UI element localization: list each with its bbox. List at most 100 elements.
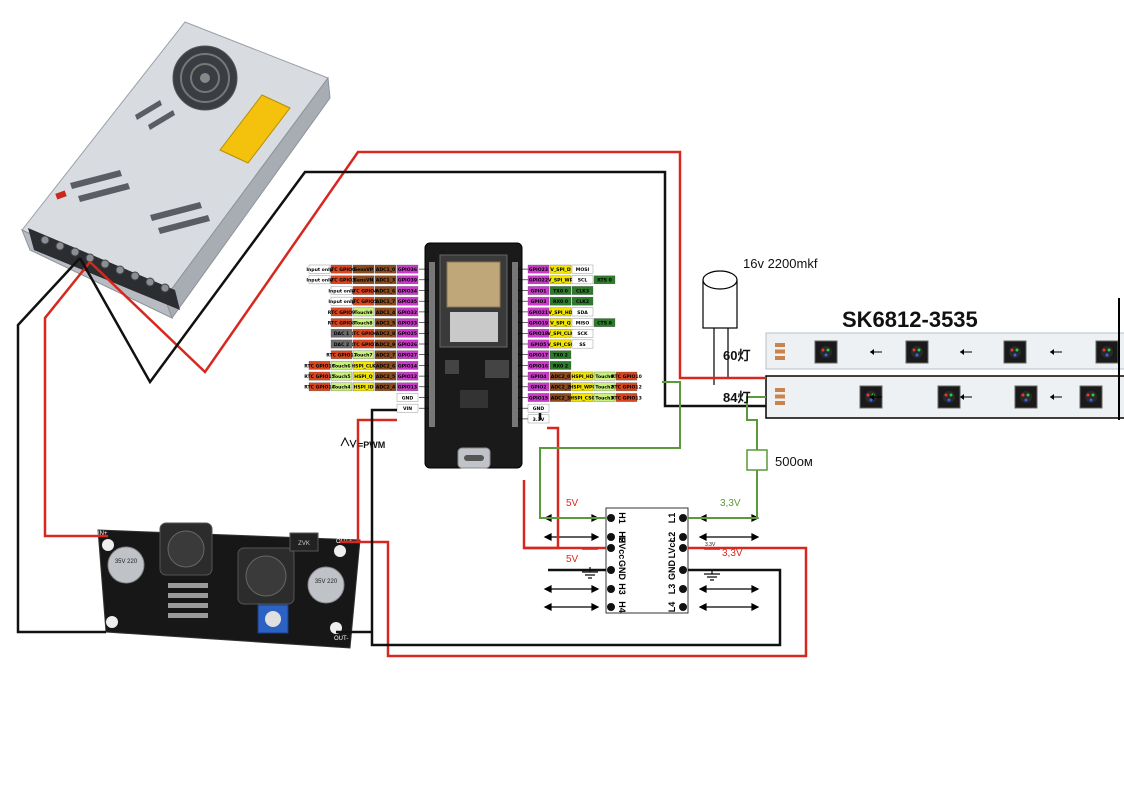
pin-tag: ADC1_4: [374, 307, 397, 317]
ls-right-pin: L3: [667, 584, 687, 594]
right-pin-header: [512, 262, 518, 427]
svg-text:Touch5: Touch5: [332, 374, 350, 380]
pin-tag: RTC GPIO15: [304, 371, 335, 381]
svg-text:GPIO19: GPIO19: [529, 321, 548, 327]
pin-tag: GPIO2: [527, 382, 550, 392]
strip-direction-arrow: [1050, 349, 1062, 355]
pwm-label: =PWM: [358, 440, 385, 450]
svg-text:ADC1_3: ADC1_3: [376, 278, 395, 284]
svg-text:TX0 2: TX0 2: [553, 353, 568, 359]
svg-text:GPIO35: GPIO35: [398, 299, 417, 305]
svg-text:3.3V: 3.3V: [533, 417, 545, 423]
resistor: [746, 449, 768, 471]
svg-text:HVcc: HVcc: [617, 537, 627, 560]
pin-tag: RTC GPIO13: [611, 393, 642, 402]
pin-tag: SensVN: [352, 275, 375, 285]
left-pin-header: [429, 262, 435, 427]
svg-text:Touch3: Touch3: [595, 395, 613, 401]
pin-tag: GPIO21: [527, 307, 550, 317]
pin-tag: ADC2_2: [549, 382, 572, 392]
pin-tag: HSPI_WP0: [569, 382, 596, 392]
pin-tag: V_SPI_D: [549, 264, 572, 274]
pin-tag: RTC GPIO4: [350, 286, 377, 295]
esp32-board: [424, 242, 523, 469]
wire-out-long: [340, 540, 808, 658]
svg-text:GND: GND: [667, 560, 677, 581]
pwm-symbol: [340, 436, 357, 449]
svg-text:GPIO27: GPIO27: [398, 353, 417, 359]
svg-text:HSPI_HD: HSPI_HD: [571, 374, 593, 380]
pin-tag: Touch2: [593, 382, 616, 392]
svg-text:RTC GPIO4: RTC GPIO4: [350, 288, 377, 294]
pin-tag: CLK3: [571, 286, 594, 295]
pin-tag: Input only: [306, 264, 333, 274]
svg-text:GPIO25: GPIO25: [398, 331, 417, 337]
svg-text:Touch8: Touch8: [354, 321, 372, 327]
svg-text:H3: H3: [617, 583, 627, 595]
pin-tag: V_SPI_CS0: [547, 339, 574, 349]
in-plus-label: IN+: [98, 531, 108, 537]
solder-pad: [775, 356, 785, 360]
pin-tag: TX0 2: [549, 350, 572, 359]
ls-left-pin: GND: [607, 560, 627, 581]
ls-right-pin: L4: [667, 602, 687, 612]
v33-tiny-label: 3.3V: [705, 542, 716, 548]
svg-text:V_SPI_D: V_SPI_D: [550, 267, 571, 273]
pin-tag: ADC1_7: [374, 296, 397, 306]
svg-text:ADC2_4: ADC2_4: [376, 385, 395, 391]
terminal-block: [28, 228, 180, 310]
svg-text:Touch9: Touch9: [354, 310, 372, 316]
wire-gpio-to-ls: [539, 381, 681, 519]
pin-tag: GPIO4: [527, 371, 550, 381]
svg-text:RTC GPIO15: RTC GPIO15: [304, 374, 335, 380]
pin-tag: VIN: [396, 403, 419, 413]
ls-left-pin: HVcc: [607, 537, 627, 560]
svg-text:GPIO2: GPIO2: [531, 385, 547, 391]
pin-tag: RTC GPIO17: [326, 350, 357, 359]
pin-tag: RTS 0: [593, 275, 616, 285]
pin-tag: ADC2_5: [374, 371, 397, 381]
svg-text:V_SPI_CLK: V_SPI_CLK: [547, 331, 574, 337]
pin-tag: DAC 2: [330, 339, 353, 349]
pin-tag: ADC2_0: [549, 371, 572, 381]
ls-right-pin: LVcc: [667, 538, 687, 558]
svg-text:DAC 2: DAC 2: [334, 342, 350, 348]
svg-text:RTS 0: RTS 0: [597, 278, 612, 284]
svg-text:RTC GPIO3: RTC GPIO3: [328, 278, 355, 284]
pin-tag: GPIO25: [396, 329, 419, 338]
v5-label-2: 5V: [566, 554, 579, 565]
control-ic: [289, 532, 319, 552]
capacitor-output: [307, 566, 345, 604]
pin-tag: RTC GPIO8: [328, 318, 355, 327]
pin-tag: ADC2_6: [374, 361, 397, 370]
pin-tag: GPIO5: [527, 339, 550, 349]
pin-tag: MOSI: [571, 264, 594, 274]
svg-text:GPIO36: GPIO36: [398, 267, 417, 273]
led-chip: [814, 340, 838, 364]
svg-text:RTC GPIO6: RTC GPIO6: [350, 331, 377, 337]
svg-text:GPIO22: GPIO22: [529, 278, 548, 284]
svg-text:RTC GPIO7: RTC GPIO7: [350, 342, 377, 348]
svg-text:SensVP: SensVP: [354, 267, 374, 273]
pin-tag: RX0 0: [549, 296, 572, 306]
pin-tag: Touch5: [330, 371, 353, 381]
led-chip: [1014, 385, 1038, 409]
ls-left-pin: H1: [607, 512, 627, 524]
pad-in-plus: [102, 539, 114, 551]
in-minus-label: IN-: [98, 632, 106, 638]
svg-text:GND: GND: [533, 406, 545, 412]
svg-text:H4: H4: [617, 601, 627, 613]
pin-tag: HSPI_CLK: [351, 361, 376, 370]
pin-tag: GPIO15: [527, 393, 550, 402]
pin-tag: HSPI_CS0: [570, 393, 595, 402]
pin-tag: RTC GPIO14: [304, 382, 335, 392]
pin-tag: Input only: [328, 296, 355, 306]
pin-tag: Touch3: [593, 393, 616, 402]
pin-tag: RTC GPIO6: [350, 329, 377, 338]
pin-tag: RTC GPIO3: [328, 275, 355, 285]
svg-text:RTC GPIO13: RTC GPIO13: [611, 395, 642, 401]
pin-tag: ADC2_3: [549, 393, 572, 402]
ls-left-pin: H3: [607, 583, 627, 595]
